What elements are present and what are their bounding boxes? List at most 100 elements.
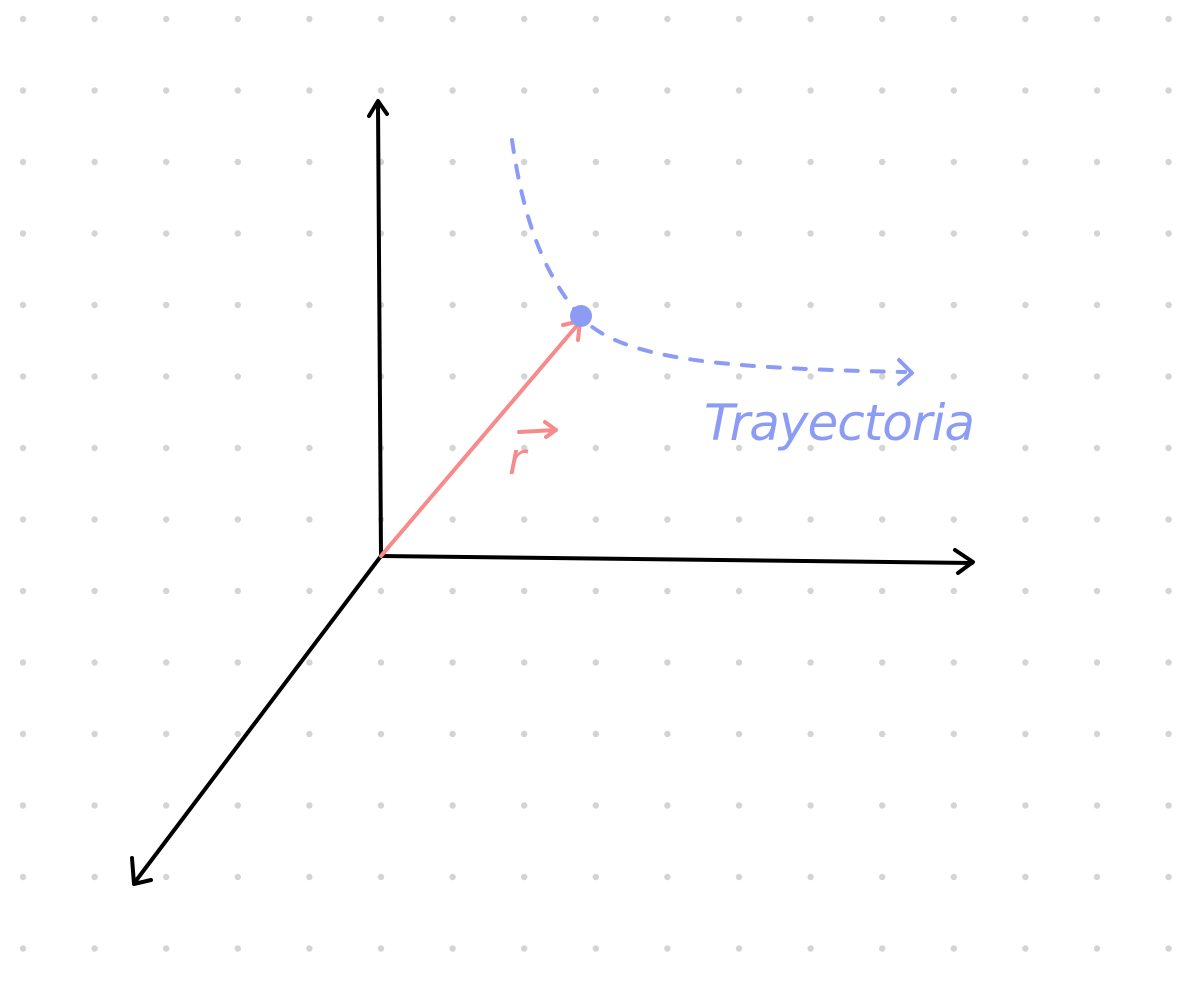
grid-dot	[1165, 659, 1172, 666]
grid-dot	[1093, 873, 1101, 881]
grid-dot	[950, 15, 957, 23]
grid-dot	[1093, 373, 1101, 380]
grid-dot	[306, 230, 313, 237]
grid-dot	[1093, 730, 1101, 738]
grid-dot	[592, 15, 599, 23]
grid-dot	[735, 230, 743, 237]
grid-dot	[807, 87, 814, 94]
grid-dot	[807, 15, 814, 23]
grid-dot	[1165, 945, 1172, 952]
grid-dot	[879, 873, 886, 881]
grid-dot	[592, 802, 599, 809]
grid-dot	[91, 15, 98, 23]
grid-dot	[234, 158, 241, 166]
grid-dot	[807, 945, 814, 952]
grid-dot	[377, 802, 385, 809]
grid-dot	[377, 873, 385, 881]
grid-dot	[664, 373, 671, 380]
grid-dot	[950, 802, 957, 809]
grid-dot	[91, 516, 98, 523]
grid-dot	[19, 230, 27, 237]
grid-dot	[1165, 802, 1172, 809]
grid-dot	[592, 230, 599, 237]
grid-dot	[592, 444, 599, 452]
grid-dot	[592, 730, 599, 738]
grid-dot	[1093, 87, 1101, 94]
grid-dot	[592, 373, 599, 380]
grid-dot	[91, 301, 98, 309]
grid-dot	[1022, 730, 1029, 738]
grid-dot	[807, 301, 814, 309]
grid-dot	[1093, 444, 1101, 452]
grid-dot	[163, 802, 170, 809]
grid-dot	[449, 802, 456, 809]
grid-dot	[521, 373, 528, 380]
grid-dot	[234, 873, 241, 881]
grid-dot	[1022, 158, 1029, 166]
grid-dot	[1093, 587, 1101, 595]
grid-dot	[449, 373, 456, 380]
grid-dot	[592, 301, 599, 309]
grid-dot	[1165, 230, 1172, 237]
grid-dot	[377, 659, 385, 666]
grid-dot	[521, 230, 528, 237]
grid-dot	[234, 945, 241, 952]
grid-dot	[19, 87, 27, 94]
grid-dot	[592, 158, 599, 166]
grid-dot	[449, 15, 456, 23]
grid-dot	[1022, 373, 1029, 380]
grid-dot	[91, 230, 98, 237]
grid-dot	[1165, 516, 1172, 523]
grid-dot	[664, 730, 671, 738]
depth-axis-arrowhead	[130, 856, 153, 886]
grid-dot	[1093, 230, 1101, 237]
grid-dot	[449, 516, 456, 523]
grid-dot	[521, 87, 528, 94]
grid-dot	[664, 659, 671, 666]
horizontal-axis-arrowhead	[953, 548, 975, 575]
grid-dot	[521, 15, 528, 23]
grid-dot	[449, 730, 456, 738]
grid-dot	[807, 873, 814, 881]
grid-dot	[950, 516, 957, 523]
grid-dot	[19, 373, 27, 380]
grid-dot	[879, 15, 886, 23]
vector-label-group: r	[508, 420, 558, 485]
grid-dot	[807, 587, 814, 595]
grid-dot	[735, 587, 743, 595]
grid-dot	[306, 444, 313, 452]
grid-dot	[664, 587, 671, 595]
grid-dot	[879, 230, 886, 237]
grid-dot	[879, 301, 886, 309]
axes	[130, 99, 975, 886]
grid-dot	[1022, 945, 1029, 952]
grid-dot	[521, 444, 528, 452]
grid-dot	[163, 444, 170, 452]
grid-dot	[879, 444, 886, 452]
grid-dot	[19, 516, 27, 523]
grid-dot	[521, 945, 528, 952]
grid-dot	[1165, 444, 1172, 452]
grid-dot	[234, 15, 241, 23]
grid-dot	[1165, 873, 1172, 881]
grid-dot	[234, 802, 241, 809]
grid-dot	[19, 444, 27, 452]
grid-dot	[91, 373, 98, 380]
grid-dot	[521, 659, 528, 666]
grid-dot	[19, 158, 27, 166]
grid-dot	[950, 659, 957, 666]
grid-dot	[306, 87, 313, 94]
grid-dot	[807, 802, 814, 809]
grid-dot	[521, 301, 528, 309]
grid-dot	[449, 945, 456, 952]
grid-dot	[592, 587, 599, 595]
grid-dot	[91, 444, 98, 452]
grid-dot	[163, 659, 170, 666]
grid-dot	[163, 373, 170, 380]
grid-dot	[807, 230, 814, 237]
grid-dot	[735, 87, 743, 94]
grid-dot	[735, 301, 743, 309]
grid-dot	[1165, 301, 1172, 309]
grid-dot	[306, 730, 313, 738]
particle-point	[570, 305, 592, 327]
